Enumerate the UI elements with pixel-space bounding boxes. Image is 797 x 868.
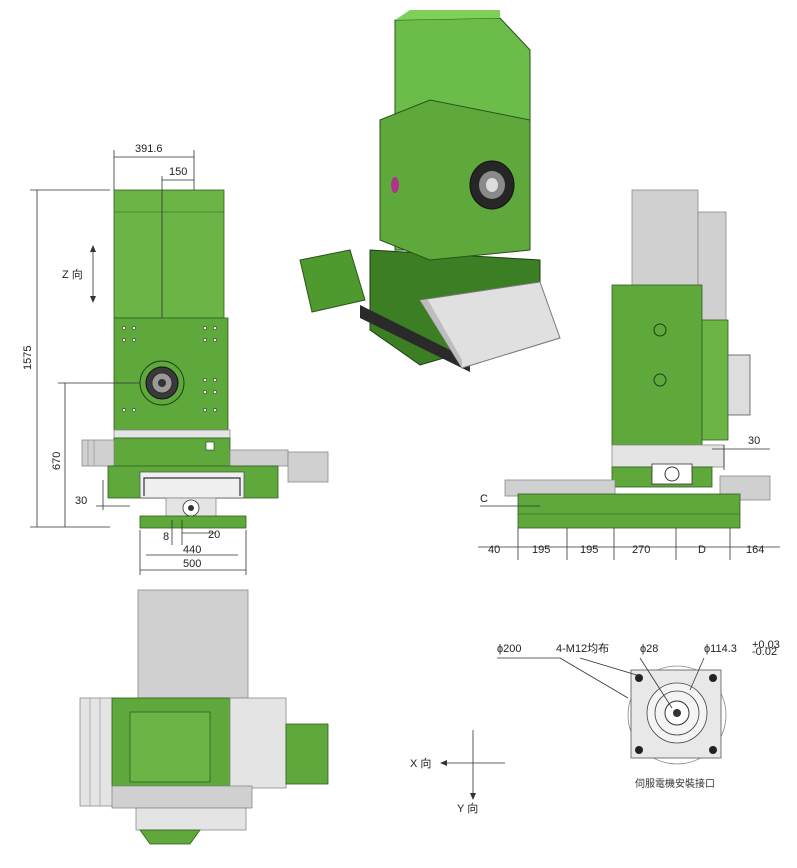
dim-440: 440 [183, 544, 201, 556]
machine-3d-render [299, 10, 561, 372]
dim-total-height: 1575 [22, 346, 34, 370]
dim-spindle-offset: 150 [169, 166, 187, 178]
side-column-rear [697, 211, 727, 325]
side-column-body [611, 284, 703, 446]
right-cover-inner [229, 449, 289, 467]
axis-indicator: X 向 Y 向 [410, 730, 505, 815]
side-view: 30 C 40 195 195 270 D 164 [478, 189, 780, 560]
label-tol-lower: -0.02 [752, 646, 777, 658]
dim-width-top: 391.6 [135, 143, 163, 155]
spindle-nose [139, 360, 185, 406]
saddle-strip [113, 429, 231, 439]
table-bellows [139, 471, 245, 499]
dim-195-b: 195 [580, 544, 598, 556]
side-rear-cover [719, 475, 771, 501]
dim-270: 270 [632, 544, 650, 556]
column-upper [113, 189, 225, 319]
y-axis-label: Y 向 [457, 801, 478, 815]
dim-30-side: 30 [748, 435, 760, 447]
top-right-cover [229, 697, 287, 789]
label-phi200: ϕ200 [497, 643, 522, 655]
z-axis-label: Z 向 [62, 267, 83, 281]
top-motor [285, 723, 329, 785]
dim-c: C [480, 493, 488, 505]
top-left-cover [79, 697, 117, 807]
saddle-plate [205, 441, 215, 451]
dim-164: 164 [746, 544, 764, 556]
label-bolts: 4-M12均布 [556, 642, 609, 655]
front-view: 391.6 150 1575 670 Z 向 30 8 20 440 500 [22, 143, 329, 575]
motor-interface-caption: 伺服電機安裝接口 [635, 777, 715, 790]
top-front-cover [111, 785, 253, 809]
dim-500: 500 [183, 558, 201, 570]
top-rear-cover [137, 589, 249, 699]
x-axis-label: X 向 [410, 756, 431, 770]
dim-195-a: 195 [532, 544, 550, 556]
left-cover [81, 439, 115, 467]
label-phi114: ϕ114.3 [704, 643, 737, 655]
dim-8: 8 [163, 531, 169, 543]
dim-30-front: 30 [75, 495, 87, 507]
dim-40: 40 [488, 544, 500, 556]
side-headstock [701, 319, 729, 441]
motor-interface-detail: ϕ200 4-M12均布 ϕ28 ϕ114.3 +0.03 -0.02 伺服電機… [497, 639, 780, 790]
dim-d: D [698, 544, 706, 556]
dim-20: 20 [208, 529, 220, 541]
side-column-top [631, 189, 699, 287]
label-phi28: ϕ28 [640, 643, 658, 655]
right-cover-outer [287, 451, 329, 483]
side-spindle [727, 354, 751, 416]
base-foot [139, 515, 247, 529]
top-headstock [129, 711, 211, 783]
headstock-bolt-holes [122, 326, 217, 412]
label-tol-upper: +0.03 [752, 639, 780, 651]
dim-spindle-height: 670 [51, 452, 63, 470]
side-base [517, 493, 741, 529]
top-view [79, 589, 329, 845]
top-base [135, 807, 247, 831]
